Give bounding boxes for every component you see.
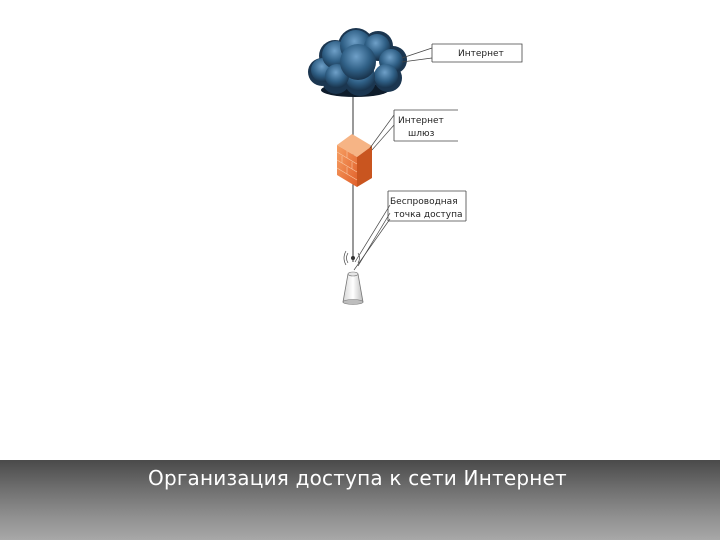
callout-access-point: Беспроводная точка доступа [353, 190, 467, 271]
firewall-icon [336, 134, 372, 187]
callout-gateway: Интернет шлюз [369, 109, 458, 151]
callout-internet-label: Интернет [458, 49, 504, 59]
callout-gateway-label-line2: шлюз [408, 129, 435, 139]
footer-bar: Организация доступа к сети Интернет [0, 460, 720, 540]
slide-title: Организация доступа к сети Интернет [148, 466, 567, 490]
cloud-icon [308, 28, 407, 97]
callout-access-point-label-line2: точка доступа [394, 210, 463, 220]
network-diagram: Интернет Интернет шлюз Беспроводная точк… [308, 28, 523, 305]
callout-internet: Интернет [401, 43, 523, 63]
callout-access-point-label-line1: Беспроводная [390, 197, 458, 207]
wireless-access-point-icon [342, 250, 364, 305]
callout-gateway-label-line1: Интернет [398, 116, 444, 126]
